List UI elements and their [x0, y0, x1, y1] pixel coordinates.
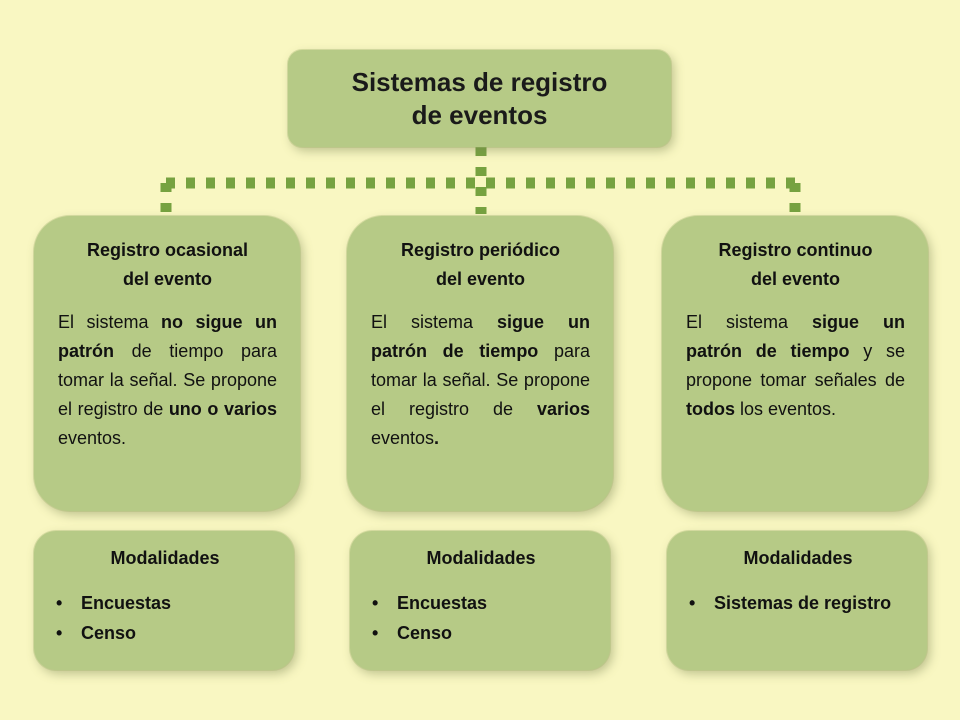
description-bold-run: no sigue un patrón	[58, 312, 277, 361]
modalities-list: • Sistemas de registro	[689, 588, 907, 618]
list-item-label: Encuestas	[397, 593, 488, 613]
root-node: Sistemas de registro de eventos	[288, 50, 671, 147]
description-run: El sistema	[58, 312, 162, 332]
description-bold-run: sigue un patrón de tiempo	[371, 312, 590, 361]
modalities-ocasional: Modalidades • Encuestas • Censo	[34, 531, 294, 670]
modalities-title: Modalidades	[110, 548, 220, 568]
description-run: de tiempo para tomar la señal. Se propon…	[58, 341, 277, 419]
category-periodico: Registro periódico del evento El sistema…	[347, 216, 613, 511]
description-run: y se propone tomar señales de	[686, 341, 905, 390]
description-bold-run: uno o varios	[168, 399, 277, 419]
bullet-icon: •	[372, 623, 379, 643]
list-item-label: Encuestas	[81, 593, 172, 613]
description-run: eventos.	[58, 428, 127, 448]
description-run: para tomar la señal. Se propone el regis…	[371, 341, 590, 419]
description-run: eventos	[371, 428, 435, 448]
description-bold-run: todos	[686, 399, 735, 419]
bullet-icon: •	[56, 593, 63, 613]
description-run: los eventos.	[735, 399, 837, 419]
list-item-label: Sistemas de registro	[714, 593, 892, 613]
modalities-list: • Encuestas • Censo	[372, 588, 590, 648]
category-title-line2: del evento	[750, 269, 841, 289]
list-item: • Encuestas	[372, 588, 590, 618]
description-run: El sistema	[686, 312, 812, 332]
list-item: • Encuestas	[56, 588, 274, 618]
category-title-line1: Registro periódico	[400, 240, 561, 260]
category-description: El sistema sigue un patrón de tiempo y s…	[686, 308, 905, 424]
bullet-icon: •	[372, 593, 379, 613]
modalities-title: Modalidades	[426, 548, 536, 568]
root-title-line2: de eventos	[411, 99, 548, 130]
list-item: • Censo	[372, 618, 590, 648]
modalities-list: • Encuestas • Censo	[56, 588, 274, 648]
category-title-line2: del evento	[435, 269, 526, 289]
category-description: El sistema no sigue un patrón de tiempo …	[58, 308, 277, 453]
bullet-icon: •	[56, 623, 63, 643]
list-item-label: Censo	[81, 623, 137, 643]
root-title-line1: Sistemas de registro	[351, 66, 608, 97]
category-continuo: Registro continuo del evento El sistema …	[662, 216, 928, 511]
list-item: • Sistemas de registro	[689, 588, 907, 618]
category-title-line1: Registro ocasional	[86, 240, 249, 260]
modalities-continuo: Modalidades • Sistemas de registro	[667, 531, 927, 670]
modalities-periodico: Modalidades • Encuestas • Censo	[350, 531, 610, 670]
category-description: El sistema sigue un patrón de tiempo par…	[371, 308, 590, 453]
description-bold-run: varios	[536, 399, 590, 419]
description-bold-run: sigue un patrón de tiempo	[686, 312, 905, 361]
category-ocasional: Registro ocasional del evento El sistema…	[34, 216, 300, 511]
list-item: • Censo	[56, 618, 274, 648]
category-title-line1: Registro continuo	[718, 240, 873, 260]
description-run: El sistema	[371, 312, 497, 332]
modalities-title: Modalidades	[743, 548, 853, 568]
list-item-label: Censo	[397, 623, 453, 643]
bullet-icon: •	[689, 593, 696, 613]
category-title-line2: del evento	[122, 269, 213, 289]
description-bold-run: .	[434, 428, 440, 448]
